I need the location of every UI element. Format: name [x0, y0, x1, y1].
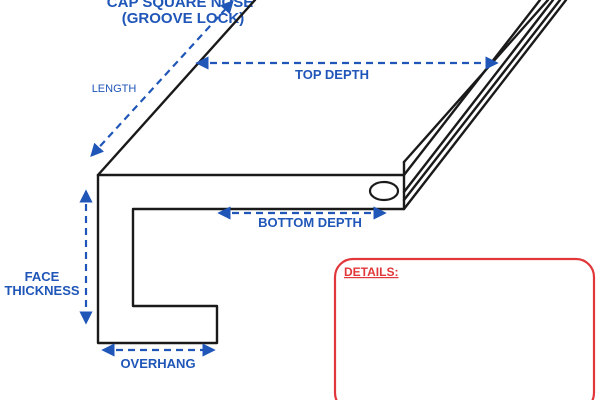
- top-back-edge-2: [402, 0, 550, 164]
- top-back-edge: [402, 0, 542, 177]
- length-label: LENGTH: [92, 83, 137, 95]
- details-box: DETAILS:: [333, 257, 596, 400]
- groove-lock-hole: [368, 180, 400, 202]
- face-thickness-label-line-1: FACE: [25, 269, 60, 284]
- groove-line-1: [402, 0, 555, 194]
- profile-left-face: [96, 173, 406, 345]
- length-dimension-line: [90, 0, 234, 157]
- face-thickness-label-line-2: THICKNESS: [4, 283, 79, 298]
- details-box-frame: [333, 257, 596, 400]
- groove-line-3: [402, 0, 568, 211]
- dimension-lines: [79, 0, 499, 357]
- overhang-label: OVERHANG: [120, 356, 195, 371]
- top-depth-label: TOP DEPTH: [295, 67, 369, 82]
- bottom-depth-label: BOTTOM DEPTH: [258, 215, 362, 230]
- title-line-2: (GROOVE LOCK): [122, 10, 245, 27]
- groove-line-2: [402, 0, 562, 202]
- details-heading: DETAILS:: [344, 265, 398, 279]
